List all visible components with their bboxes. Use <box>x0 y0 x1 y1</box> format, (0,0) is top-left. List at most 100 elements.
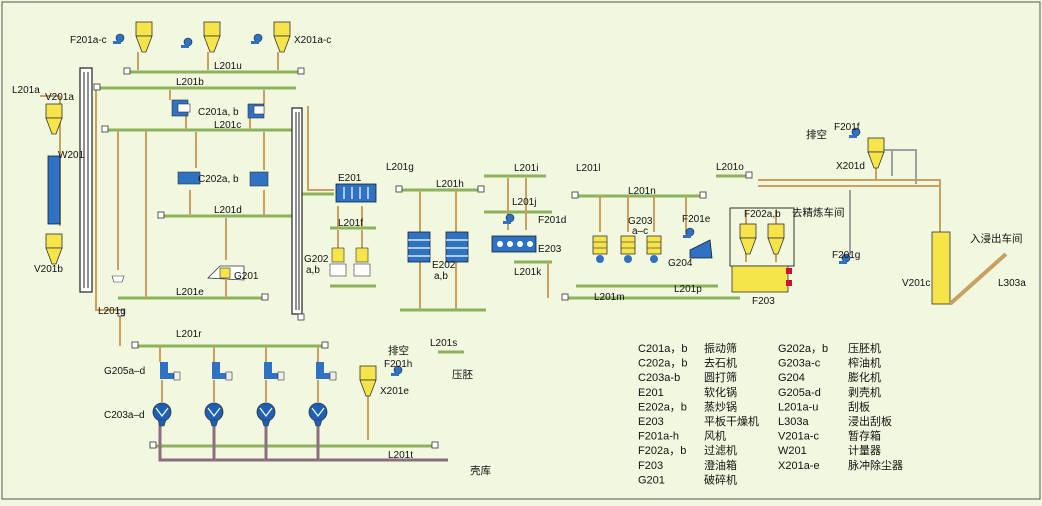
flaker-g202a <box>331 247 345 263</box>
label-x201ac: X201a-c <box>294 35 331 46</box>
filter-f202b <box>767 223 785 255</box>
legend-name: 浸出刮板 <box>848 414 892 428</box>
filter-f202a <box>739 223 757 255</box>
label-pai-kong-2: 排空 <box>388 344 409 357</box>
label-g204: G204 <box>668 258 693 269</box>
label-f201g: F201g <box>832 250 860 261</box>
label-l201u: L201u <box>214 61 242 72</box>
label-f201ac: F201a-c <box>70 35 107 46</box>
legend-name: 去石机 <box>704 356 737 370</box>
legend-code: X201a-e <box>778 460 820 472</box>
legend-name: 膨化机 <box>848 370 881 384</box>
cooker-e202a <box>407 231 431 263</box>
legend-code: F203 <box>638 460 663 472</box>
label-f201f: F201f <box>834 122 860 133</box>
legend-name: 脉冲除尘器 <box>848 458 903 472</box>
purple-pipes <box>158 420 448 462</box>
bucket-elevators <box>79 67 303 315</box>
label-e203: E203 <box>538 244 562 255</box>
label-l201g: L201g <box>386 162 414 173</box>
label-f201e: F201e <box>682 214 711 225</box>
label-l201d: L201d <box>214 205 242 216</box>
cyclone-f201a <box>135 21 153 53</box>
label-l201k: L201k <box>514 267 542 278</box>
scale-w201 <box>47 155 61 225</box>
label-w201: W201 <box>58 150 85 161</box>
label-to-extraction: 入浸出车间 <box>970 232 1023 245</box>
flaker-g202b <box>355 247 369 263</box>
legend-name: 软化锅 <box>704 385 737 399</box>
legend-name: 榨油机 <box>848 356 881 370</box>
label-e202-ab: a,b <box>434 271 448 282</box>
label-l201a: L201a <box>12 85 40 96</box>
label-l201t: L201t <box>388 450 413 461</box>
legend-name: 计量器 <box>848 444 881 457</box>
label-g202-ab: a,b <box>306 265 320 276</box>
legend-code: F201a-h <box>638 431 679 443</box>
huller-g205d <box>315 361 337 381</box>
dust-filter-x201e <box>359 365 377 397</box>
legend-code: V201a-c <box>778 431 819 443</box>
legend-name: 蒸炒锅 <box>704 400 737 413</box>
label-l201c: L201c <box>214 120 241 131</box>
equipment-labels: F201a-c X201a-c L201a V201a W201 V201b L… <box>12 35 1026 477</box>
legend-code: E203 <box>638 416 664 428</box>
dust-filter-x201d <box>867 137 885 169</box>
legend-code: G203a-c <box>778 358 821 370</box>
oil-press-g203a <box>592 235 608 264</box>
legend-code: L303a <box>778 416 809 428</box>
conditioner-e201 <box>335 183 377 203</box>
round-screen-c203b <box>204 402 224 427</box>
label-to-refining: 去精炼车间 <box>792 206 845 219</box>
gray-pipes <box>848 149 917 255</box>
label-l201r: L201r <box>176 329 202 340</box>
huller-g205b <box>211 361 233 381</box>
label-l303a: L303a <box>998 278 1026 289</box>
label-l201m: L201m <box>594 292 625 303</box>
legend-code: G204 <box>778 372 805 384</box>
label-ya-pei: 压胚 <box>452 369 473 381</box>
extraction-conveyor-l303a <box>948 252 1008 306</box>
legend-name: 暂存箱 <box>848 429 881 443</box>
label-l201e: L201e <box>176 287 204 298</box>
dryer-e203 <box>491 235 537 253</box>
label-l201o: L201o <box>716 162 744 173</box>
hopper-v201b <box>45 233 63 265</box>
huller-g205a <box>159 361 181 381</box>
cyclone-f201b <box>203 21 221 53</box>
label-l201f: L201f <box>338 218 363 229</box>
fan-icon <box>112 33 125 45</box>
label-c202ab: C202a, b <box>198 174 239 185</box>
label-g203-ac: a–c <box>632 226 648 237</box>
label-g203: G203 <box>628 216 653 227</box>
label-g205ad: G205a–d <box>104 366 145 377</box>
label-v201c: V201c <box>902 278 930 289</box>
label-l201b: L201b <box>176 77 204 88</box>
label-c201ab: C201a, b <box>198 107 239 118</box>
label-l201i: L201i <box>514 163 538 174</box>
label-l201s: L201s <box>430 338 457 349</box>
label-ke-ku: 壳库 <box>470 464 491 477</box>
label-l201l: L201l <box>576 163 600 174</box>
legend-code: L201a-u <box>778 401 818 413</box>
fan-icon <box>682 227 695 239</box>
legend-name: 振动筛 <box>704 341 737 355</box>
legend-name: 剥壳机 <box>848 385 881 399</box>
label-e202: E202 <box>432 260 456 271</box>
round-screen-c203d <box>308 402 328 427</box>
label-l201p: L201p <box>674 284 702 295</box>
label-x201d: X201d <box>836 161 865 172</box>
legend-code: G201 <box>638 474 665 486</box>
label-g201: G201 <box>234 271 259 282</box>
round-screen-c203a <box>152 402 172 427</box>
legend-code: E201 <box>638 387 664 399</box>
legend-code: W201 <box>778 445 807 457</box>
label-f201d: F201d <box>538 215 566 226</box>
destoner-c202b <box>249 171 269 187</box>
label-f201h: F201h <box>384 359 412 370</box>
label-g202: G202 <box>304 254 329 265</box>
label-f202ab: F202a,b <box>744 209 781 220</box>
